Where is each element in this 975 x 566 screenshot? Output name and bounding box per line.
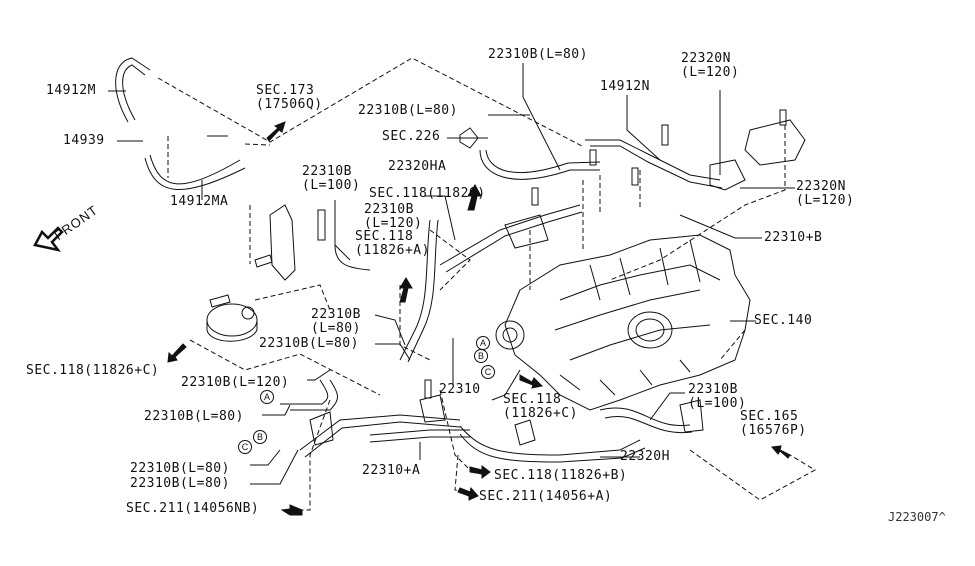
part-label-22310B-L120-left[interactable]: 22310B(L=120) <box>181 375 290 390</box>
connection-marker-c-left: C <box>238 440 252 454</box>
part-label-22310plusA[interactable]: 22310+A <box>362 463 421 478</box>
section-ref-118-11826[interactable]: SEC.118(11826) <box>369 186 486 201</box>
section-ref-226[interactable]: SEC.226 <box>382 129 441 144</box>
part-label-22320N-top[interactable]: 22320N (L=120) <box>681 52 739 80</box>
connection-marker-b-left: B <box>253 430 267 444</box>
section-ref-211-NB[interactable]: SEC.211(14056NB) <box>126 501 260 516</box>
intake-manifold <box>495 234 751 411</box>
section-ref-173[interactable]: SEC.173 (17506Q) <box>256 84 323 112</box>
part-label-22310B-L100-left[interactable]: 22310B (L=100) <box>302 165 360 193</box>
part-label-22310B-L80-center2[interactable]: 22310B(L=80) <box>259 336 359 351</box>
section-arrows <box>167 121 791 516</box>
section-ref-code: (11826+A) <box>355 243 430 258</box>
connection-marker-c-center: C <box>481 365 495 379</box>
part-label-22310plusB[interactable]: 22310+B <box>764 230 823 245</box>
part-label-22310B-L80-bottom2[interactable]: 22310B(L=80) <box>130 476 230 491</box>
part-label-22310B-L100-right[interactable]: 22310B (L=100) <box>688 383 746 411</box>
part-length: (L=100) <box>302 178 361 193</box>
front-direction-arrow <box>33 226 64 252</box>
section-ref-code: (16576P) <box>740 423 807 438</box>
part-label-22310[interactable]: 22310 <box>439 382 481 397</box>
section-ref-118-C-center[interactable]: SEC.118 (11826+C) <box>503 393 578 421</box>
section-ref-code: (11826+C) <box>503 406 578 421</box>
part-number: 22320N <box>796 179 846 194</box>
part-label-22310B-L80-left[interactable]: 22310B(L=80) <box>144 409 244 424</box>
part-label-22320H[interactable]: 22320H <box>620 449 670 464</box>
section-ref-140[interactable]: SEC.140 <box>754 313 813 328</box>
section-ref-title: SEC.165 <box>740 409 799 424</box>
part-label-14912N[interactable]: 14912N <box>600 79 650 94</box>
part-length: (L=120) <box>681 65 740 80</box>
section-ref-173-title: SEC.173 <box>256 83 315 98</box>
part-label-14939[interactable]: 14939 <box>63 133 105 148</box>
part-label-22310B-L120-center[interactable]: 22310B (L=120) <box>364 203 422 231</box>
hoses <box>115 57 723 463</box>
part-label-22310B-L80-mid[interactable]: 22310B(L=80) <box>358 103 458 118</box>
part-label-22320HA[interactable]: 22320HA <box>388 159 447 174</box>
part-length: (L=80) <box>311 321 361 336</box>
part-number: 22310B <box>364 202 414 217</box>
part-number: 22310B <box>302 164 352 179</box>
connection-marker-a-left: A <box>260 390 274 404</box>
part-label-22310B-L80-bottom1[interactable]: 22310B(L=80) <box>130 461 230 476</box>
section-ref-title: SEC.118 <box>503 392 562 407</box>
part-number: 22310B <box>311 307 361 322</box>
section-ref-165[interactable]: SEC.165 (16576P) <box>740 410 807 438</box>
section-ref-173-code: (17506Q) <box>256 97 323 112</box>
part-label-14912MA[interactable]: 14912MA <box>170 194 229 209</box>
section-ref-211-A[interactable]: SEC.211(14056+A) <box>479 489 613 504</box>
part-label-22310B-L80-center[interactable]: 22310B (L=80) <box>311 308 361 336</box>
drawing-code: J223007^ <box>888 510 946 524</box>
part-length: (L=100) <box>688 396 747 411</box>
section-ref-118-C-left[interactable]: SEC.118(11826+C) <box>26 363 160 378</box>
part-label-22310B-L80-top[interactable]: 22310B(L=80) <box>488 47 588 62</box>
section-ref-118-B[interactable]: SEC.118(11826+B) <box>494 468 628 483</box>
part-label-14912M[interactable]: 14912M <box>46 83 96 98</box>
part-length: (L=120) <box>364 216 423 231</box>
part-label-22320N-right[interactable]: 22320N (L=120) <box>796 180 854 208</box>
section-ref-118-A[interactable]: SEC.118 (11826+A) <box>355 230 430 258</box>
connection-marker-a-center: A <box>476 336 490 350</box>
part-length: (L=120) <box>796 193 855 208</box>
part-number: 22320N <box>681 51 731 66</box>
components <box>206 109 806 446</box>
section-ref-title: SEC.118 <box>355 229 414 244</box>
part-number: 22310B <box>688 382 738 397</box>
connection-marker-b-center: B <box>474 349 488 363</box>
